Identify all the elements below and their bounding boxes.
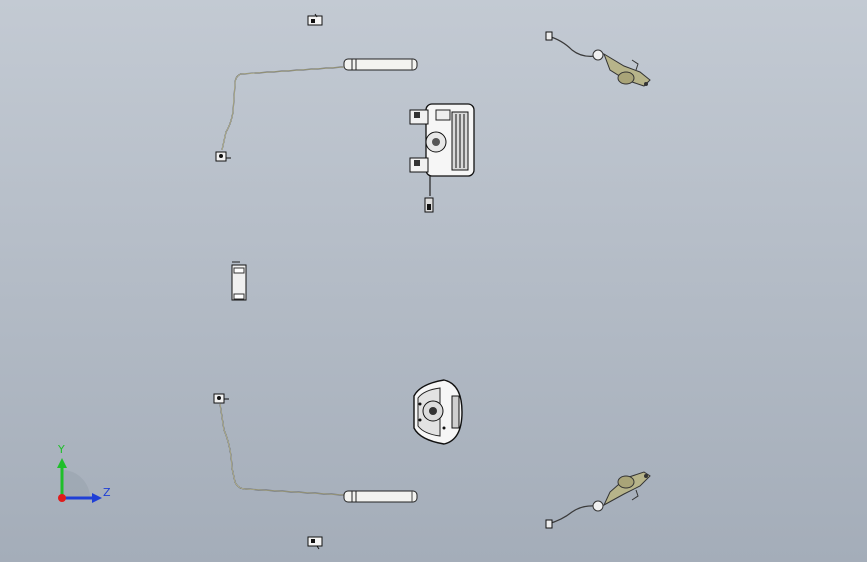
connector-top-small[interactable] bbox=[307, 13, 323, 26]
connector-bottom-small[interactable] bbox=[307, 536, 323, 550]
triad-y-label: Y bbox=[58, 443, 65, 456]
wire-harness-bottom[interactable] bbox=[213, 393, 345, 496]
bracket-left[interactable] bbox=[231, 261, 247, 301]
wire-harness-top[interactable] bbox=[215, 66, 345, 162]
triad-z-label: Z bbox=[103, 486, 111, 499]
driver-airbag-module[interactable] bbox=[413, 379, 463, 445]
passenger-airbag-module[interactable] bbox=[409, 103, 475, 213]
reference-triad bbox=[57, 458, 102, 503]
side-airbag-module-top[interactable] bbox=[343, 58, 418, 71]
seatbelt-pretensioner-top[interactable] bbox=[545, 31, 651, 87]
side-airbag-module-bottom[interactable] bbox=[343, 490, 418, 503]
seatbelt-pretensioner-bottom[interactable] bbox=[545, 471, 651, 529]
